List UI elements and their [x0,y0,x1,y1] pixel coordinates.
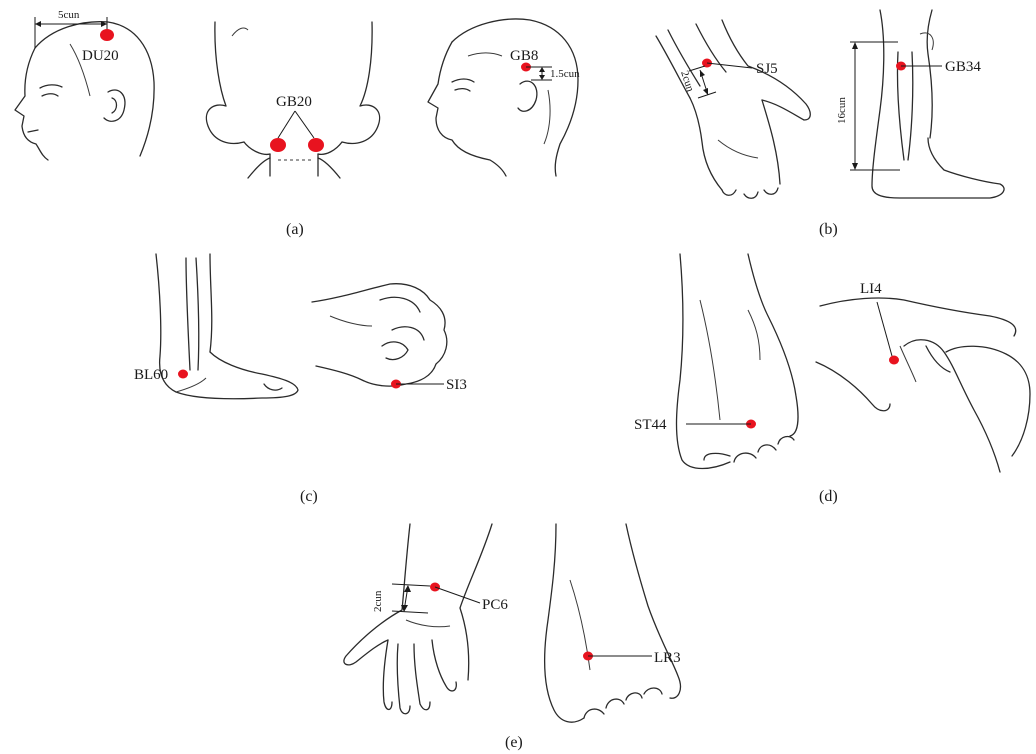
panel-b: SJ5 2cun GB34 16cun (b) [656,10,1004,238]
pc6-label: PC6 [482,597,508,613]
gb34-distance-label: 16cun [836,97,848,124]
gb20-point-right [308,138,324,152]
gb8-label: GB8 [510,48,538,64]
gb20-label: GB20 [276,94,312,110]
panel-b-caption: (b) [819,221,838,238]
panel-d-caption: (d) [819,488,838,505]
head-side-illustration [428,19,578,176]
si3-label: SI3 [446,377,467,393]
du20-point [100,29,114,41]
fist-illustration [312,284,447,386]
wrist-hand-illustration [344,524,492,714]
st44-label: ST44 [634,417,667,433]
li4-label: LI4 [860,281,882,297]
bl60-point [178,370,188,379]
panel-a: 5cun DU20 GB20 GB8 [15,9,580,238]
hand-illustration [816,298,1030,472]
sj5-label: SJ5 [756,61,778,77]
gb20-point-left [270,138,286,152]
panel-c-caption: (c) [300,488,318,505]
pc6-distance-label: 2cun [372,590,384,612]
li4-point [889,356,899,365]
foot-illustration [677,254,799,469]
panel-d: ST44 LI4 (d) [634,254,1030,505]
gb8-distance-label: 1.5cun [550,68,580,80]
lr3-label: LR3 [654,650,681,666]
forearm-hand-illustration [656,20,810,198]
gb34-label: GB34 [945,59,981,75]
du20-distance-label: 5cun [58,9,80,21]
panel-e-caption: (e) [505,734,523,751]
head-profile-illustration [15,22,154,160]
panel-c: BL60 SI3 (c) [134,254,467,505]
bl60-label: BL60 [134,367,168,383]
du20-label: DU20 [82,48,119,64]
panel-e: PC6 2cun LR3 (e) [344,524,681,751]
ankle-illustration [156,254,298,399]
panel-a-caption: (a) [286,221,304,238]
top-of-foot-illustration [545,524,681,722]
